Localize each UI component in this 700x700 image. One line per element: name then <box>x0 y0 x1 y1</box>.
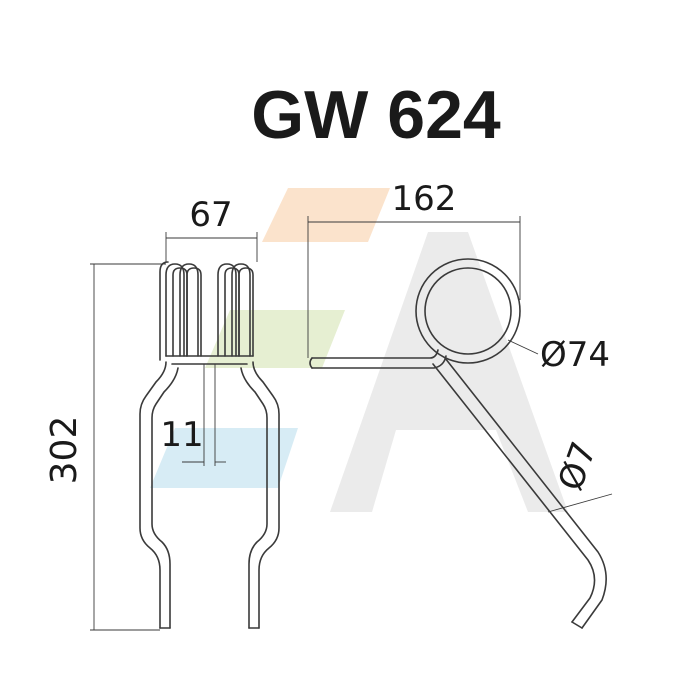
dimension-coil-diameter: Ø74 <box>507 335 610 375</box>
right-leg <box>252 361 280 629</box>
dimension-302: 302 <box>44 263 166 631</box>
dimension-302-label: 302 <box>44 416 85 485</box>
right-coil <box>217 263 254 357</box>
dimension-coil-diameter-label: Ø74 <box>540 335 610 375</box>
watermark-orange-stripe <box>262 188 390 242</box>
diagonal-tine <box>432 363 596 623</box>
watermark-blue-stripe <box>150 428 298 488</box>
front-view <box>139 261 280 629</box>
watermark-logo <box>150 188 568 512</box>
coil-circle-inner <box>424 267 512 355</box>
dimension-11: 11 <box>160 364 226 466</box>
dimension-162: 162 <box>307 179 521 358</box>
dimension-162-label: 162 <box>392 179 457 219</box>
coil-circle-outer <box>415 258 521 364</box>
dimension-67-label: 67 <box>189 195 232 235</box>
left-leg <box>139 361 167 629</box>
horizontal-arm <box>311 349 439 359</box>
watermark-green-stripe <box>205 310 345 368</box>
watermark-gray-letter <box>330 232 568 512</box>
side-view <box>309 258 607 629</box>
part-number-title: GW 624 <box>251 77 501 153</box>
left-coil <box>159 261 202 361</box>
dimension-11-label: 11 <box>160 415 203 455</box>
dimension-67: 67 <box>165 195 258 262</box>
